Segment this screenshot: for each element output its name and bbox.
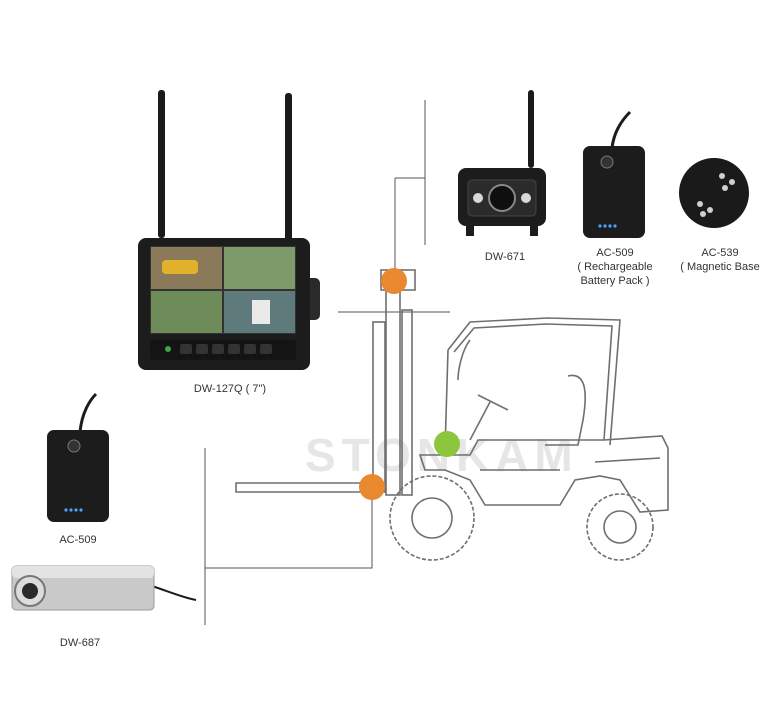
forklift-front-wheel xyxy=(389,475,475,561)
forklift-rear-hub xyxy=(603,510,637,544)
monitor-button-5 xyxy=(244,344,256,354)
camera-ir-right xyxy=(521,193,531,203)
forklift-seat xyxy=(545,374,586,446)
battery-left-cable xyxy=(78,392,98,433)
monitor-view-2 xyxy=(224,247,295,289)
forklift-steering-column xyxy=(469,401,491,441)
battery-top-led-3 xyxy=(608,224,612,228)
label-camera: DW-671 xyxy=(484,251,526,263)
label-battery-top-line-3: Battery Pack ) xyxy=(580,275,650,287)
battery-left-led-2 xyxy=(69,508,73,512)
monitor-car-icon xyxy=(162,260,198,274)
label-battery-top: AC-509 ( Rechargeable Battery Pack ) xyxy=(565,246,665,288)
forklift-steering-wheel xyxy=(477,394,509,411)
fork-camera-device xyxy=(11,565,197,611)
forklift-mast-rear xyxy=(401,309,413,496)
camera-lens xyxy=(488,184,516,212)
label-monitor: DW-127Q ( 7") xyxy=(193,383,267,395)
magnetic-base-screw-4 xyxy=(697,201,703,207)
fork-camera-cable xyxy=(151,585,197,601)
forklift-guard-curve xyxy=(457,339,471,381)
forklift-rear-wheel xyxy=(586,493,654,561)
magnetic-base-screw-5 xyxy=(707,207,713,213)
camera-bracket-left xyxy=(466,226,474,236)
monitor-truck-icon xyxy=(252,300,270,324)
label-battery-top-line-2: ( Rechargeable xyxy=(577,261,653,273)
camera-antenna xyxy=(528,90,534,168)
monitor-device xyxy=(138,90,320,370)
label-fork-camera: DW-687 xyxy=(59,637,101,649)
monitor-power-led xyxy=(165,346,171,352)
forklift-overhead-guard-inner xyxy=(453,323,613,441)
battery-top-button xyxy=(600,155,614,169)
label-battery-left: AC-509 xyxy=(59,534,97,546)
forklift-overhead-guard xyxy=(447,317,621,446)
battery-left-body xyxy=(47,430,109,522)
label-magnetic-base-line-1: AC-539 xyxy=(701,247,739,259)
monitor-button-2 xyxy=(196,344,208,354)
monitor-button-4 xyxy=(228,344,240,354)
battery-top-led-2 xyxy=(603,224,607,228)
battery-top-body xyxy=(583,146,645,238)
camera-ir-left xyxy=(473,193,483,203)
camera-device xyxy=(458,90,546,236)
forklift-mast-inner xyxy=(385,289,401,496)
label-battery-top-line-1: AC-509 xyxy=(596,247,634,259)
forklift-counterweight-line xyxy=(594,457,661,463)
magnetic-base-screw-1 xyxy=(719,173,725,179)
battery-left-device xyxy=(47,392,109,522)
monitor-view-3 xyxy=(151,291,222,333)
camera-bracket-right xyxy=(530,226,538,236)
battery-top-led-1 xyxy=(598,224,602,228)
magnetic-base-disc xyxy=(679,158,749,228)
forklift-front-hub xyxy=(411,497,453,539)
label-magnetic-base: AC-539 ( Magnetic Base xyxy=(672,246,768,274)
battery-top-cable xyxy=(610,110,632,149)
marker-top-mast xyxy=(381,268,407,294)
battery-left-led-3 xyxy=(74,508,78,512)
fork-camera-lens xyxy=(22,583,38,599)
monitor-button-6 xyxy=(260,344,272,354)
battery-top-led-4 xyxy=(613,224,617,228)
battery-top-device xyxy=(583,110,645,238)
connector-fork-camera xyxy=(205,490,373,569)
monitor-button-3 xyxy=(212,344,224,354)
monitor-button-1 xyxy=(180,344,192,354)
label-magnetic-base-line-2: ( Magnetic Base xyxy=(680,261,760,273)
connector-lines xyxy=(204,100,450,625)
marker-fork xyxy=(359,474,385,500)
marker-cab xyxy=(434,431,460,457)
forklift-fork xyxy=(235,482,379,493)
magnetic-base-screw-6 xyxy=(700,211,706,217)
battery-left-led-4 xyxy=(79,508,83,512)
forklift-body xyxy=(418,435,669,513)
fork-camera-highlight xyxy=(12,566,154,578)
magnetic-base-screw-3 xyxy=(722,185,728,191)
magnetic-base-screw-2 xyxy=(729,179,735,185)
magnetic-base-device xyxy=(679,158,749,228)
monitor-antenna-right xyxy=(285,93,292,241)
monitor-antenna-left xyxy=(158,90,165,238)
forklift-mast-outer xyxy=(372,321,386,493)
battery-left-button xyxy=(67,439,81,453)
battery-left-led-1 xyxy=(64,508,68,512)
